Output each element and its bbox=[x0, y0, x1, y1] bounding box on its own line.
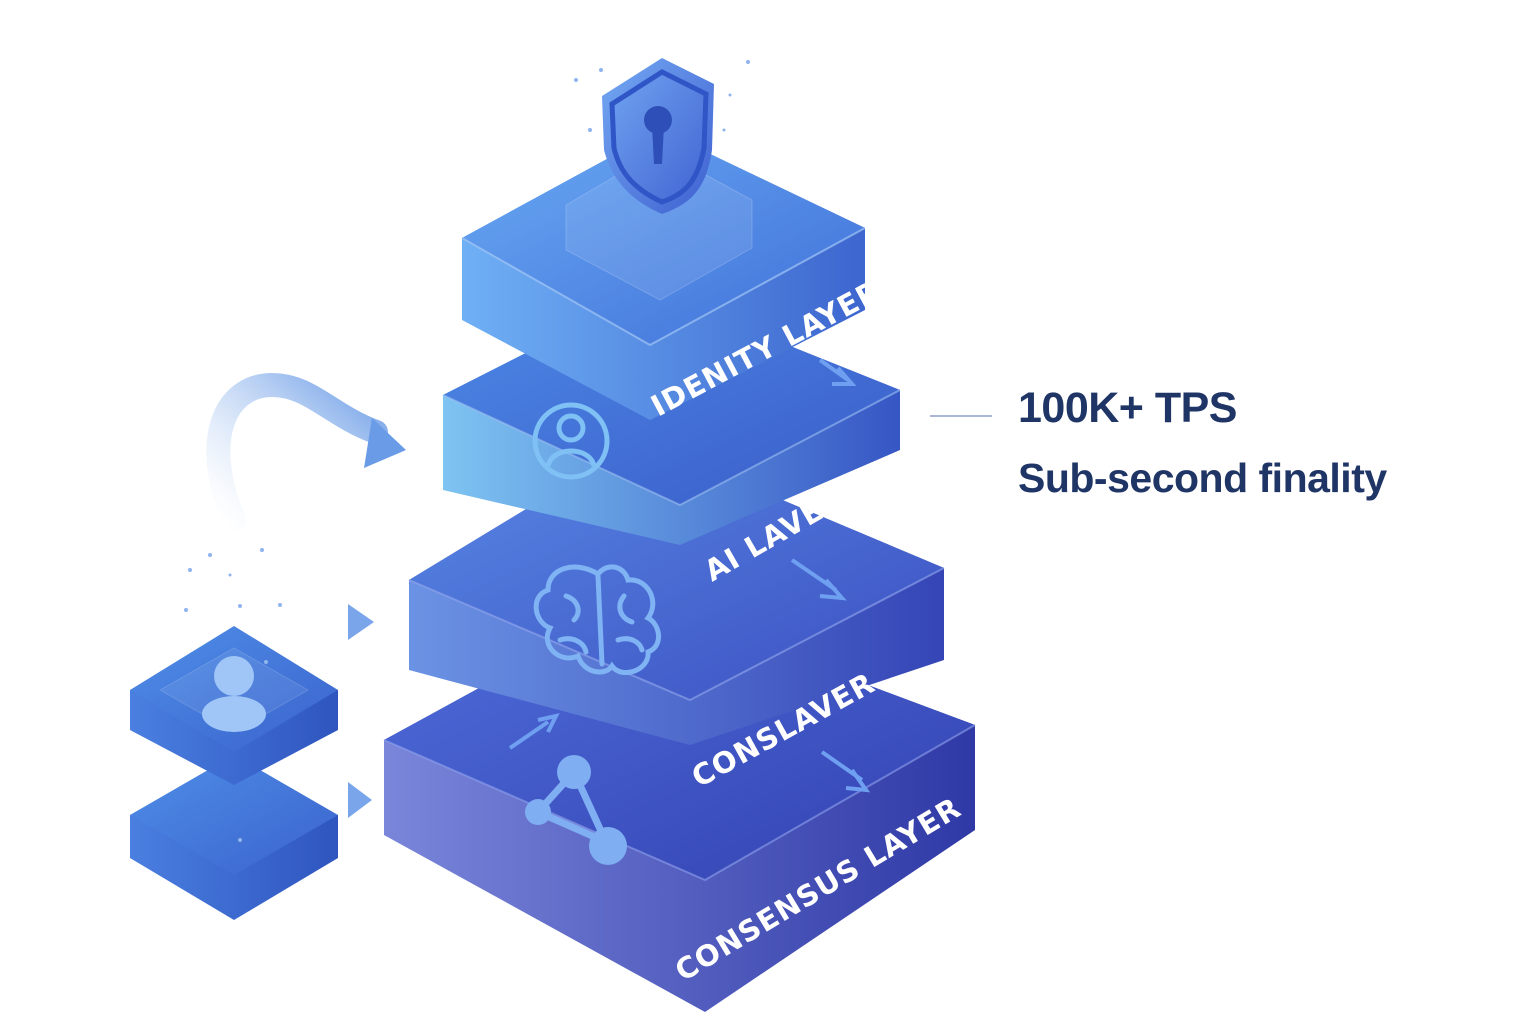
layer-identity bbox=[461, 130, 866, 420]
arrow-right-icon bbox=[311, 604, 374, 640]
user-icon bbox=[532, 402, 610, 480]
shield-keyhole-icon bbox=[602, 58, 714, 214]
stat-throughput: 100K+ TPS bbox=[1018, 384, 1237, 432]
curved-arrow-icon bbox=[206, 372, 406, 532]
network-nodes-icon bbox=[525, 755, 627, 865]
brain-icon bbox=[533, 564, 661, 676]
stat-finality: Sub-second finality bbox=[1018, 455, 1387, 501]
stats-connector-line bbox=[930, 415, 992, 417]
stats-panel: 100K+ TPS Sub-second finality bbox=[1018, 380, 1387, 506]
flow-arrow-icon bbox=[818, 358, 857, 386]
flow-arrow-icon bbox=[508, 713, 871, 793]
person-icon bbox=[202, 656, 266, 732]
particles bbox=[184, 60, 750, 842]
flow-arrow-icon bbox=[790, 558, 847, 601]
side-block-bottom bbox=[130, 755, 338, 920]
arrow-right-icon bbox=[315, 782, 372, 818]
